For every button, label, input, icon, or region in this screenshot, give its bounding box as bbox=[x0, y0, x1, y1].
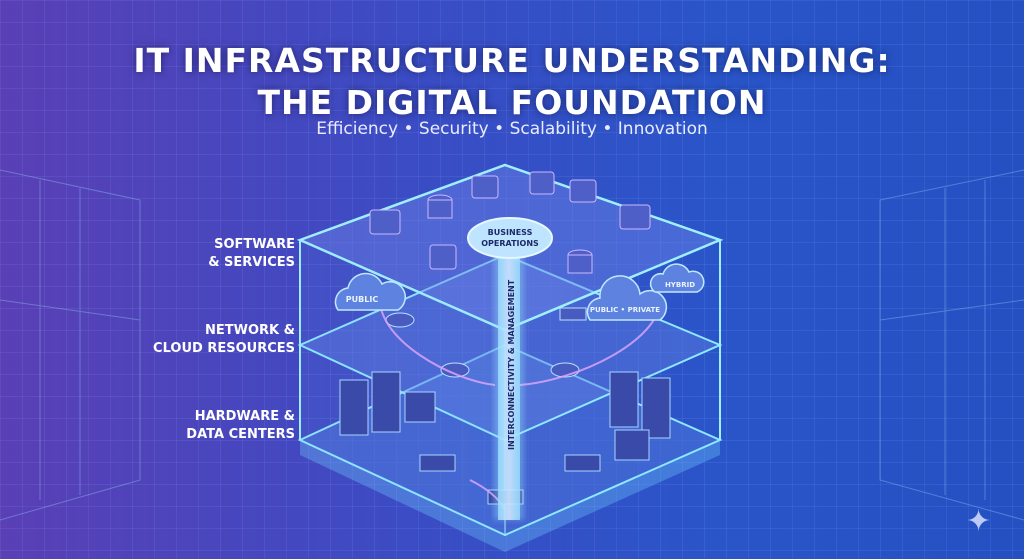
label-line: CLOUD RESOURCES bbox=[153, 341, 295, 356]
hub-line-2: OPERATIONS bbox=[481, 239, 539, 248]
page-title: IT INFRASTRUCTURE UNDERSTANDING: THE DIG… bbox=[0, 40, 1024, 124]
title-line-2: THE DIGITAL FOUNDATION bbox=[257, 83, 767, 122]
pillar-label: INTERCONNECTIVITY & MANAGEMENT bbox=[507, 279, 516, 450]
layer-label-software: SOFTWARE & SERVICES bbox=[150, 236, 295, 272]
cloud-icons bbox=[334, 263, 705, 321]
server-racks bbox=[339, 371, 671, 505]
software-icons bbox=[369, 171, 651, 274]
side-wireframes bbox=[0, 169, 1024, 521]
network-routers bbox=[385, 307, 587, 378]
label-line: HARDWARE & bbox=[194, 409, 295, 424]
layer-label-network: NETWORK & CLOUD RESOURCES bbox=[150, 322, 295, 358]
subtitle: Efficiency • Security • Scalability • In… bbox=[316, 119, 708, 139]
business-operations-hub bbox=[467, 217, 553, 259]
cloud-hybrid-label: HYBRID bbox=[665, 281, 695, 289]
sparkle-icon: ✦ bbox=[966, 504, 992, 539]
title-line-1: IT INFRASTRUCTURE UNDERSTANDING: bbox=[133, 41, 891, 80]
label-line: NETWORK & bbox=[205, 323, 295, 338]
label-line: DATA CENTERS bbox=[186, 427, 295, 442]
label-line: SOFTWARE bbox=[214, 237, 295, 252]
label-line: & SERVICES bbox=[208, 255, 295, 270]
cloud-public-private-label: PUBLIC • PRIVATE bbox=[590, 306, 660, 314]
cloud-public-label: PUBLIC bbox=[346, 295, 379, 304]
layer-label-hardware: HARDWARE & DATA CENTERS bbox=[150, 408, 295, 444]
hub-line-1: BUSINESS bbox=[488, 228, 533, 237]
